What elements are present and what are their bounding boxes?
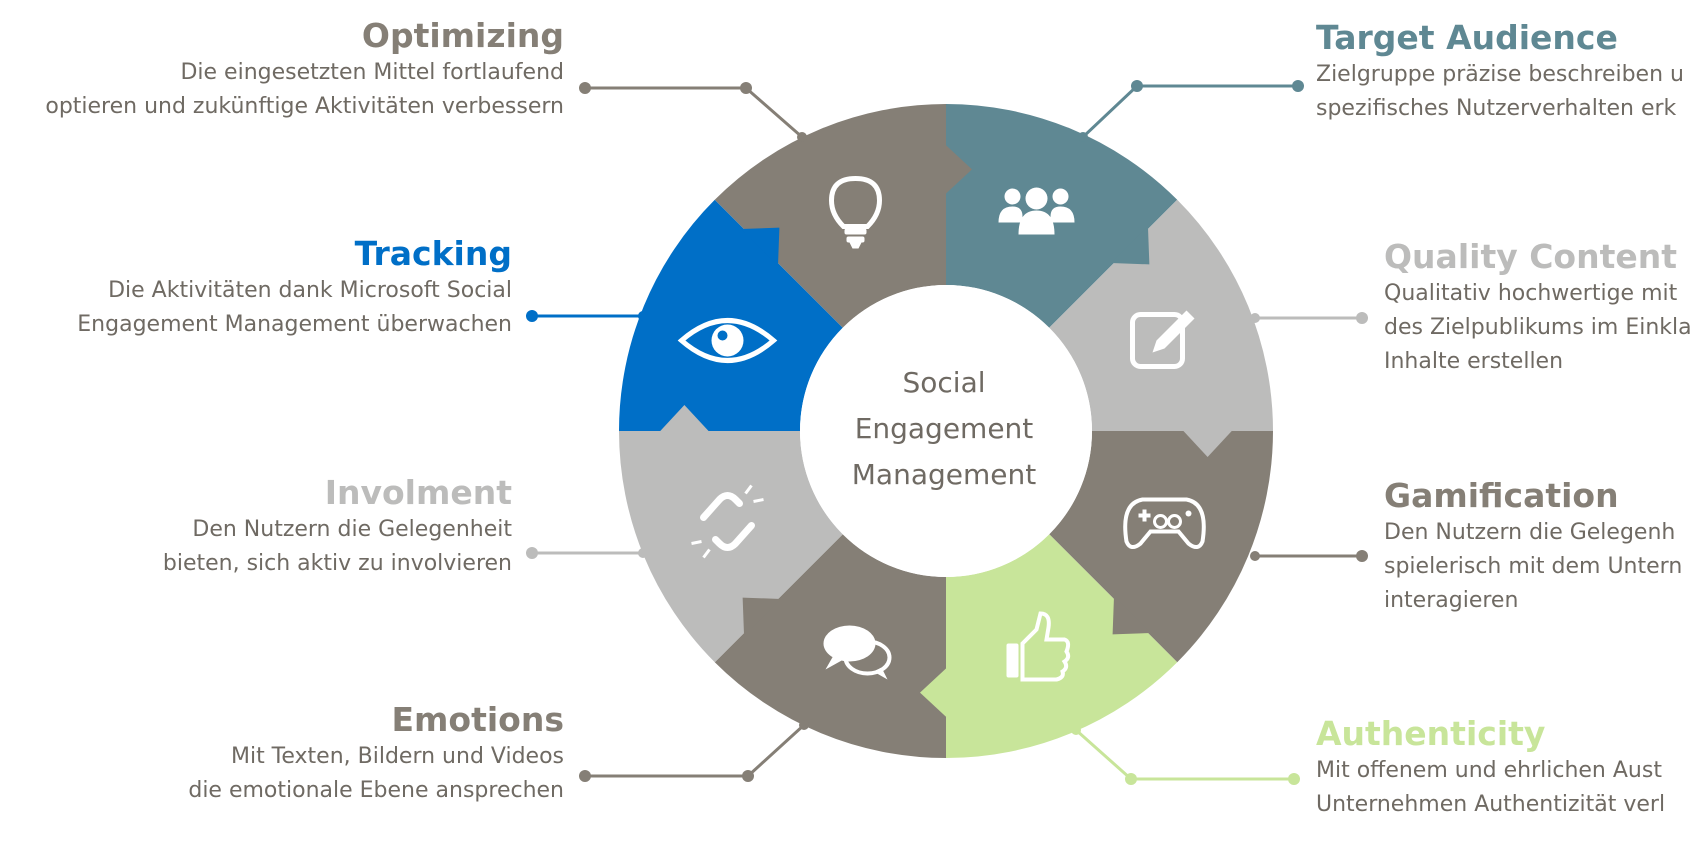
center-line: Management: [851, 458, 1037, 491]
connector-dot: [526, 547, 538, 559]
callout-target-audience: Target Audience Zielgruppe präzise besch…: [1316, 18, 1684, 126]
connector-lines: [526, 80, 1368, 785]
connector-dot: [579, 770, 591, 782]
callout-text: Mit Texten, Bildern und Videos: [230, 744, 564, 769]
center-line: Engagement: [854, 412, 1034, 445]
callout-text: spielerisch mit dem Untern: [1384, 554, 1683, 579]
callout-title: Quality Content: [1384, 237, 1678, 276]
callout-quality-content: Quality Content Qualitativ hochwertige m…: [1384, 237, 1692, 379]
callout-text: interagieren: [1384, 588, 1519, 613]
connector-dot: [797, 132, 807, 142]
edit-icon: [1129, 310, 1195, 369]
connector-dot: [1078, 132, 1088, 142]
callout-text: Die Aktivitäten dank Microsoft Social: [108, 278, 512, 303]
connector-dot: [1356, 312, 1368, 324]
center-circle: [800, 285, 1092, 577]
connector-line: [1081, 84, 1298, 139]
segment-notch: [1112, 596, 1151, 635]
callout-text: Den Nutzern die Gelegenheit: [192, 517, 512, 542]
connector-dot: [1071, 725, 1081, 735]
callout-text: spezifisches Nutzerverhalten erk: [1316, 96, 1677, 121]
callout-text: Qualitativ hochwertige mit: [1384, 281, 1678, 306]
callout-involment: Involment Den Nutzern die Gelegenheit bi…: [163, 473, 512, 581]
callout-title: Emotions: [391, 700, 565, 739]
broken-link-icon: [691, 484, 764, 559]
connector-dot: [1250, 313, 1260, 323]
callout-authenticity: Authenticity Mit offenem und ehrlichen A…: [1316, 714, 1665, 822]
connector-line: [585, 723, 806, 778]
connector-dot: [1131, 80, 1143, 92]
center-line: Social: [902, 366, 986, 399]
segment-optimizing: [714, 104, 946, 328]
connector-line: [585, 86, 803, 139]
thumbs-up-icon: [1006, 611, 1071, 682]
callout-text: Inhalte erstellen: [1384, 349, 1564, 374]
connector-dot: [1356, 550, 1368, 562]
connector-dot: [742, 770, 754, 782]
connector-dot: [638, 548, 648, 558]
callout-text: Den Nutzern die Gelegenh: [1384, 520, 1676, 545]
connector-dot: [1292, 80, 1304, 92]
callout-text: Unternehmen Authentizität verl: [1316, 792, 1666, 817]
gamepad-icon: [1123, 497, 1206, 550]
connector-dot: [799, 720, 809, 730]
callout-gamification: Gamification Den Nutzern die Gelegenh sp…: [1384, 476, 1682, 618]
segment-notch: [1111, 226, 1150, 265]
lightbulb-icon: [828, 176, 882, 249]
connector-dot: [1288, 773, 1300, 785]
connector-dot: [638, 311, 648, 321]
segment-notch: [920, 666, 948, 719]
callout-title: Authenticity: [1316, 714, 1546, 753]
center-label: Social Engagement Management: [806, 360, 1082, 498]
segment-icons: [677, 176, 1206, 682]
callout-title: Optimizing: [361, 16, 564, 55]
connector-line: [1075, 728, 1294, 781]
callout-title: Target Audience: [1316, 18, 1618, 57]
callout-emotions: Emotions Mit Texten, Bildern und Videos …: [188, 700, 564, 808]
segment-gamification: [1049, 431, 1273, 663]
callout-text: bieten, sich aktiv zu involvieren: [162, 551, 512, 576]
people-icon: [998, 187, 1075, 235]
connector-dot: [579, 82, 591, 94]
callout-text: Zielgruppe präzise beschreiben u: [1316, 62, 1684, 87]
callout-tracking: Tracking Die Aktivitäten dank Microsoft …: [77, 234, 512, 342]
callout-text: die emotionale Ebene ansprechen: [188, 778, 564, 803]
callout-title: Involment: [324, 473, 512, 512]
callout-title: Gamification: [1384, 476, 1619, 515]
segment-notch: [741, 227, 780, 266]
callout-text: Die eingesetzten Mittel fortlaufend: [180, 60, 564, 85]
callout-text: optieren und zukünftige Aktivitäten verb…: [45, 94, 564, 119]
segment-notch: [944, 143, 972, 196]
callout-text: Engagement Management überwachen: [77, 312, 512, 337]
segment-notch: [658, 405, 711, 433]
connector-dot: [1125, 773, 1137, 785]
connector-dot: [1250, 551, 1260, 561]
connector-dot: [526, 310, 538, 322]
segment-authenticity: [946, 534, 1178, 758]
connector-dot: [740, 82, 752, 94]
callout-text: Mit offenem und ehrlichen Aust: [1316, 758, 1662, 783]
callout-title: Tracking: [354, 234, 512, 273]
segment-notch: [1181, 429, 1234, 457]
chat-bubbles-icon: [823, 625, 892, 680]
segment-tracking: [619, 199, 843, 431]
callout-text: des Zielpublikums im Einkla: [1384, 315, 1692, 340]
callout-optimizing: Optimizing Die eingesetzten Mittel fortl…: [45, 16, 564, 124]
segment-notch: [742, 597, 781, 636]
eye-icon: [677, 318, 778, 363]
